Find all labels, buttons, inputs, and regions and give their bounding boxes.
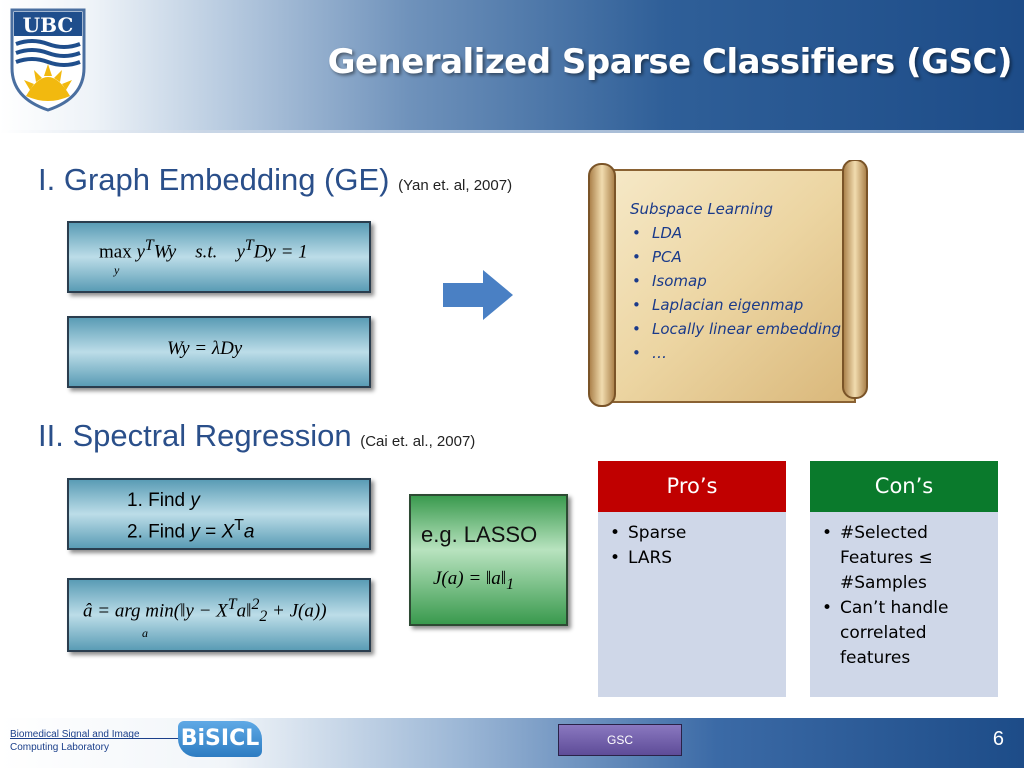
- equation-eigenproblem: Wy = λDy: [167, 338, 243, 359]
- page-number: 6: [992, 728, 1004, 750]
- ubc-logo: UBC: [10, 8, 86, 112]
- header-bar: [0, 0, 1024, 130]
- equation-objective: max yTWy s.t. yTDy = 1: [99, 237, 308, 263]
- equation-box-objective: max yTWy s.t. yTDy = 1 y: [67, 221, 371, 293]
- equation-subscript: a: [142, 626, 148, 640]
- bisicl-logo: BiSICL: [178, 721, 262, 757]
- list-item: Isomap: [630, 269, 860, 293]
- list-item: #Selected Features ≤ #Samples: [820, 521, 995, 596]
- list-item: PCA: [630, 245, 860, 269]
- pros-column: Pro’s Sparse LARS: [598, 461, 786, 697]
- equation-box-eigenproblem: Wy = λDy: [67, 316, 371, 388]
- steps-list: 1. Find y 2. Find y = XTa: [127, 488, 254, 544]
- footer-bar: [0, 718, 1024, 768]
- step-item: 1. Find y: [127, 490, 200, 511]
- right-arrow-icon: [443, 270, 513, 320]
- scroll-title: Subspace Learning: [630, 200, 773, 218]
- footer-gsc-badge[interactable]: GSC: [558, 724, 682, 756]
- equation-box-regression: â = arg min(‖y − XTa‖22 + J(a)) a: [67, 578, 371, 652]
- equation-box-steps: 1. Find y 2. Find y = XTa: [67, 478, 371, 550]
- lasso-equation: J(a) = ‖a‖1: [433, 568, 514, 593]
- equation-regression: â = arg min(‖y − XTa‖22 + J(a)): [83, 596, 327, 626]
- list-item: Sparse: [608, 521, 783, 546]
- list-item: …: [630, 341, 860, 365]
- lab-name-underline: [10, 738, 180, 739]
- citation: (Yan et. al, 2007): [398, 177, 513, 194]
- slide-title: Generalized Sparse Classifiers (GSC): [327, 42, 1013, 82]
- citation: (Cai et. al., 2007): [360, 433, 476, 450]
- list-item: Laplacian eigenmap: [630, 293, 860, 317]
- subspace-learning-list: Subspace Learning LDA PCA Isomap Laplaci…: [630, 197, 860, 365]
- cons-header: Con’s: [810, 461, 998, 512]
- section-heading-spectral-regression: II. Spectral Regression (Cai et. al., 20…: [38, 418, 475, 454]
- ubc-logo-text: UBC: [23, 13, 74, 37]
- lab-name: Biomedical Signal and Image Computing La…: [10, 729, 140, 753]
- lasso-box: e.g. LASSO J(a) = ‖a‖1: [409, 494, 568, 626]
- list-item: LDA: [630, 221, 860, 245]
- step-item: 2. Find y = XTa: [127, 517, 255, 543]
- pros-header: Pro’s: [598, 461, 786, 512]
- section-heading-graph-embedding: I. Graph Embedding (GE) (Yan et. al, 200…: [38, 162, 512, 198]
- section-heading-text: I. Graph Embedding (GE): [38, 162, 390, 197]
- list-item: Can’t handle correlated features: [820, 596, 995, 671]
- equation-subscript: y: [114, 263, 120, 277]
- header-divider: [0, 130, 1024, 133]
- section-heading-text: II. Spectral Regression: [38, 418, 352, 453]
- cons-column: Con’s #Selected Features ≤ #Samples Can’…: [810, 461, 998, 697]
- list-item: Locally linear embedding: [630, 317, 860, 341]
- lasso-label: e.g. LASSO: [421, 522, 538, 547]
- list-item: LARS: [608, 546, 783, 571]
